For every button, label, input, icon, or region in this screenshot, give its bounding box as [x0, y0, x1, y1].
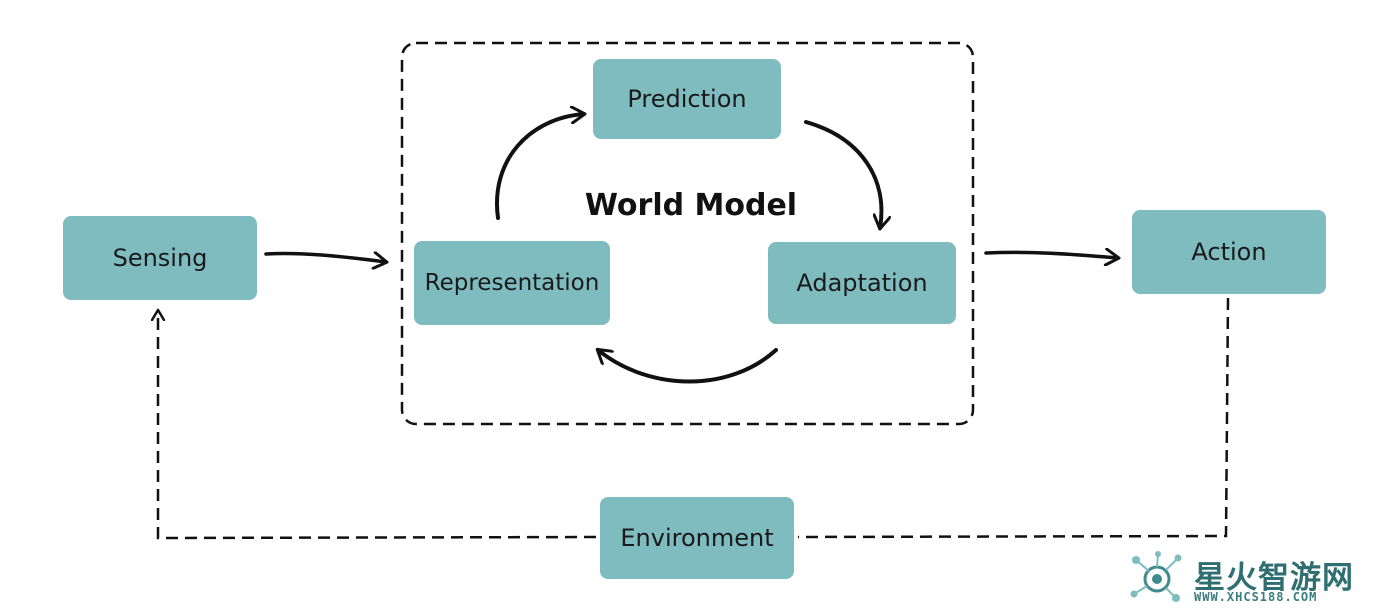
feedback-environment-to-sensing	[158, 314, 597, 540]
adaptation-label: Adaptation	[796, 269, 928, 297]
world-model-title: World Model	[584, 188, 798, 223]
action-node: Action	[1132, 210, 1326, 294]
adaptation-node: Adaptation	[768, 242, 956, 324]
arrow-sensing-to-world-model	[264, 253, 386, 262]
watermark: 星火智游网 WWW.XHCS188.COM	[1126, 548, 1376, 610]
watermark-name: 星火智游网	[1194, 560, 1354, 596]
representation-node: Representation	[414, 241, 610, 325]
arrow-world-model-to-action	[984, 252, 1118, 258]
arrow-adaptation-to-representation	[598, 350, 778, 384]
world-model-boundary	[400, 41, 975, 426]
action-label: Action	[1191, 238, 1267, 266]
arrow-prediction-to-adaptation	[804, 120, 881, 228]
environment-node: Environment	[600, 497, 794, 579]
sensing-node: Sensing	[63, 216, 257, 300]
watermark-logo-icon	[1130, 551, 1182, 602]
arrow-representation-to-prediction	[495, 114, 584, 220]
environment-label: Environment	[620, 524, 774, 552]
feedback-action-to-environment	[797, 297, 1230, 539]
watermark-url: WWW.XHCS188.COM	[1194, 590, 1318, 604]
prediction-label: Prediction	[627, 85, 747, 113]
prediction-node: Prediction	[593, 59, 781, 139]
representation-label: Representation	[424, 270, 600, 296]
sensing-label: Sensing	[112, 244, 208, 272]
